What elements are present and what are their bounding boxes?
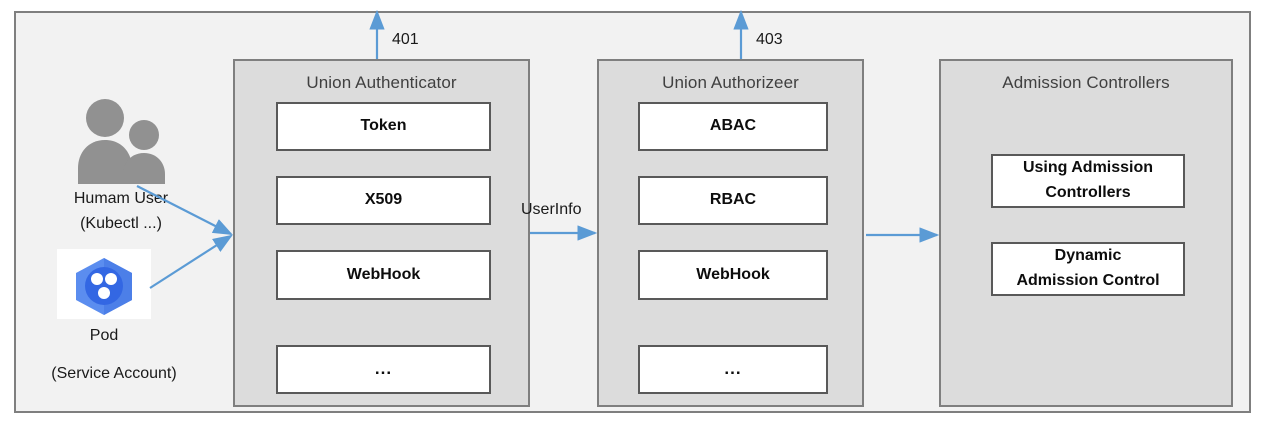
item-rbac[interactable]: RBAC xyxy=(638,176,828,225)
item-dynamic-admission-control-line2: Admission Control xyxy=(1016,272,1160,289)
stage-admission-controllers: Admission Controllers Using Admission Co… xyxy=(939,59,1233,407)
item-more-auth[interactable]: ... xyxy=(276,345,491,394)
item-using-admission-controllers-line1: Using Admission xyxy=(1022,159,1154,177)
item-x509-label: X509 xyxy=(364,191,403,209)
item-webhook-authz[interactable]: WebHook xyxy=(638,250,828,300)
item-x509[interactable]: X509 xyxy=(276,176,491,225)
item-dynamic-admission-control[interactable]: Dynamic Admission Control xyxy=(991,242,1185,296)
stage-union-authenticator: Union Authenticator Token X509 WebHook .… xyxy=(233,59,530,407)
people-icon xyxy=(72,96,170,184)
item-more-authz[interactable]: ... xyxy=(638,345,828,394)
stage-title-union-authorizeer: Union Authorizeer xyxy=(662,73,799,92)
stage-title-admission-controllers: Admission Controllers xyxy=(1002,73,1170,92)
pod-label-line1: Pod xyxy=(89,327,119,344)
item-dynamic-admission-control-line1: Dynamic xyxy=(1054,247,1122,265)
item-using-admission-controllers-line2: Controllers xyxy=(1045,184,1131,201)
item-webhook-authz-label: WebHook xyxy=(696,265,770,283)
item-token[interactable]: Token xyxy=(276,102,491,151)
stage-title-union-authenticator: Union Authenticator xyxy=(306,73,457,92)
pod-label-line2: (Service Account) xyxy=(51,365,177,382)
arrow-403-label: 403 xyxy=(756,31,783,48)
item-abac[interactable]: ABAC xyxy=(638,102,828,151)
item-webhook-auth-label: WebHook xyxy=(346,265,421,283)
item-more-authz-label: ... xyxy=(724,359,742,379)
human-user-label-line2: (Kubectl ...) xyxy=(80,215,162,232)
item-webhook-auth[interactable]: WebHook xyxy=(276,250,491,300)
kubernetes-pod-icon xyxy=(57,249,151,319)
item-abac-label: ABAC xyxy=(709,117,757,135)
arrow-userinfo-label: UserInfo xyxy=(521,201,582,218)
stage-union-authorizeer: Union Authorizeer ABAC RBAC WebHook ... xyxy=(597,59,864,407)
arrow-401-label: 401 xyxy=(392,31,419,48)
item-using-admission-controllers[interactable]: Using Admission Controllers xyxy=(991,154,1185,208)
human-user-label-line1: Humam User xyxy=(73,190,169,207)
item-rbac-label: RBAC xyxy=(709,191,757,209)
item-token-label: Token xyxy=(360,117,407,135)
item-more-auth-label: ... xyxy=(374,359,393,379)
